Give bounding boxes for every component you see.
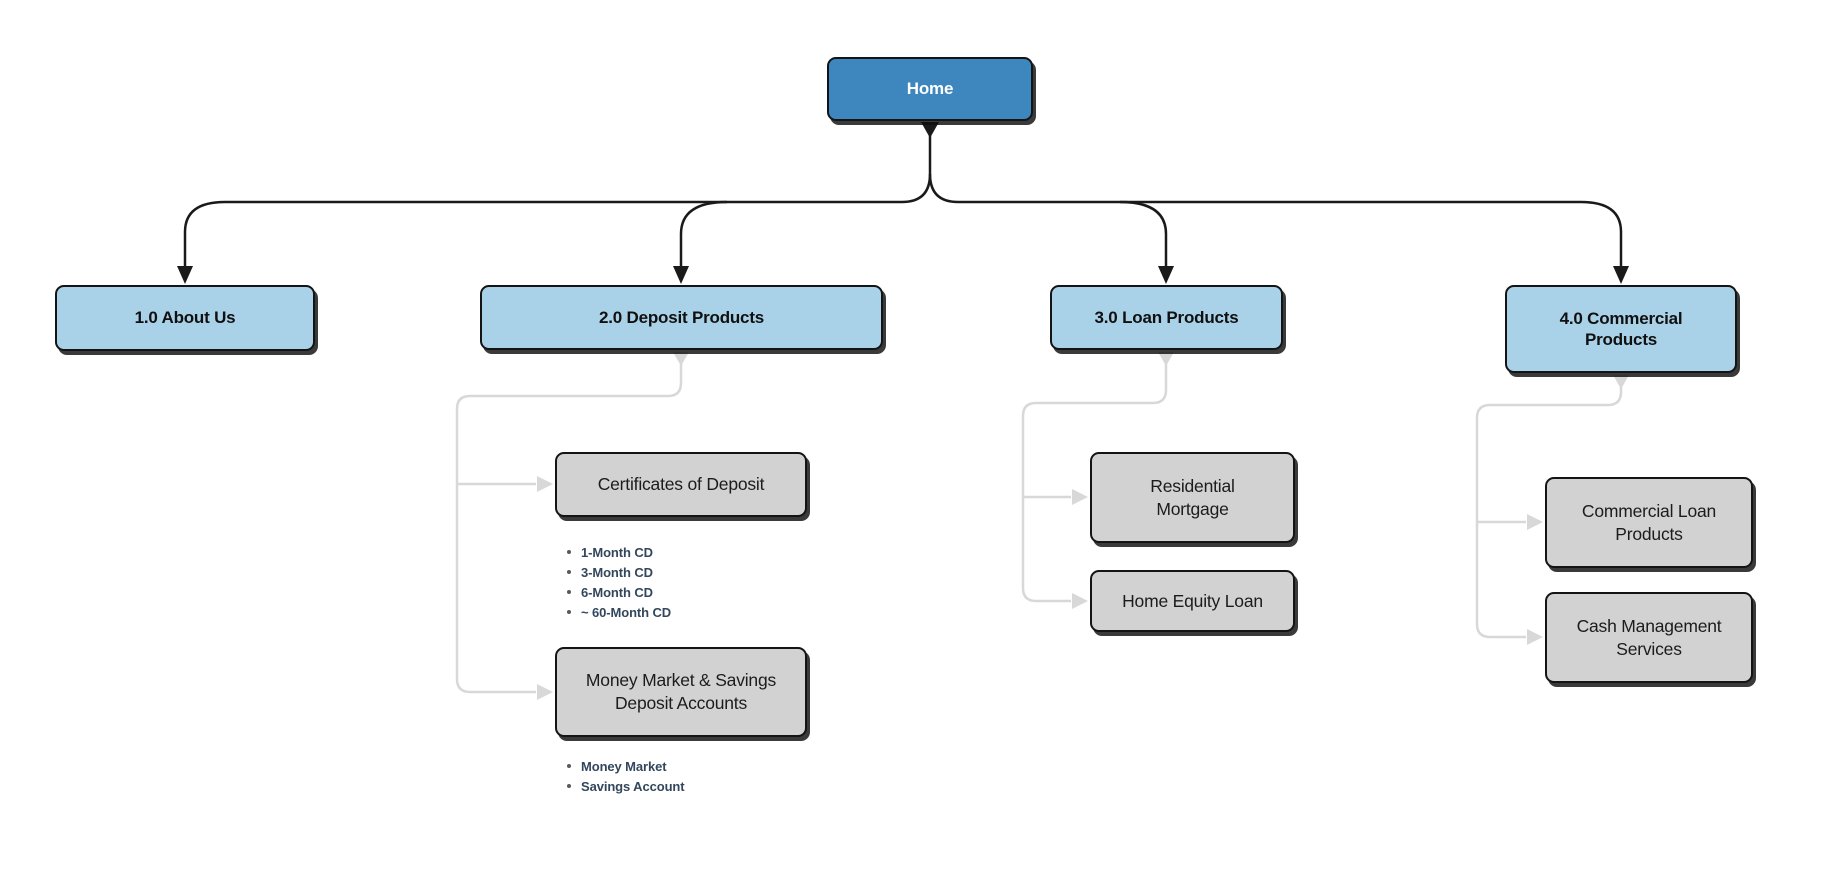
node-residential-mortgage[interactable]: Residential Mortgage [1090,452,1295,543]
deposit-branch-arrowheads [537,352,689,700]
node-money-market-savings[interactable]: Money Market & Savings Deposit Accounts [555,647,807,737]
commercial-branch-connector [1475,387,1623,639]
loan-tail-triangle [1158,352,1174,366]
arrow-right-mmsa [537,684,553,700]
bullet-icon [567,784,571,788]
bullet-icon [567,570,571,574]
mm-bullet-list: Money Market Savings Account [567,759,685,794]
commercial-tail-triangle [1613,375,1629,389]
trunk-tail-triangle [921,122,939,138]
bullet-icon [567,764,571,768]
list-item: 3-Month CD [567,565,671,580]
node-loan-products[interactable]: 3.0 Loan Products [1050,285,1283,350]
arrow-right-cod [537,476,553,492]
node-about-us-label: 1.0 About Us [134,308,236,328]
home-trunk-arrowheads [177,122,1629,284]
arrow-down-deposit [673,266,689,284]
list-item: 6-Month CD [567,585,671,600]
commercial-branch-arrowheads [1527,375,1629,645]
node-home-equity-loan-label: Home Equity Loan [1122,590,1263,611]
arrow-right-heloan [1072,593,1088,609]
node-residential-mortgage-label: Residential Mortgage [1150,475,1235,519]
cd-bullet-list: 1-Month CD 3-Month CD 6-Month CD ~ 60-Mo… [567,545,671,620]
list-item: 1-Month CD [567,545,671,560]
arrow-down-loan [1158,266,1174,284]
arrow-right-cms [1527,629,1543,645]
arrow-right-clp [1527,514,1543,530]
node-commercial-products[interactable]: 4.0 Commercial Products [1505,285,1737,373]
node-about-us[interactable]: 1.0 About Us [55,285,315,351]
deposit-branch-connector [455,364,683,694]
node-money-market-savings-label: Money Market & Savings Deposit Accounts [585,670,777,713]
bullet-icon [567,610,571,614]
node-cash-management-services[interactable]: Cash Management Services [1545,592,1753,683]
arrow-down-about [177,266,193,284]
list-item: Money Market [567,759,684,774]
node-certificates-of-deposit[interactable]: Certificates of Deposit [555,452,807,517]
node-deposit-products[interactable]: 2.0 Deposit Products [480,285,883,350]
bullet-icon [567,550,571,554]
loan-branch-arrowheads [1072,352,1174,609]
node-certificates-of-deposit-label: Certificates of Deposit [597,474,765,495]
bullet-icon [567,590,571,594]
list-item: ~ 60-Month CD [567,605,671,620]
loan-branch-connector [1021,364,1168,603]
node-loan-products-label: 3.0 Loan Products [1094,307,1239,327]
node-commercial-products-label: 4.0 Commercial Products [1559,308,1683,349]
arrow-down-commercial [1613,266,1629,284]
node-home[interactable]: Home [827,57,1033,121]
node-deposit-products-label: 2.0 Deposit Products [598,307,765,327]
list-item: Savings Account [567,779,685,794]
node-cash-management-services-label: Cash Management Services [1576,615,1722,659]
arrow-right-resmort [1072,489,1088,505]
node-home-equity-loan[interactable]: Home Equity Loan [1090,570,1295,632]
node-home-label: Home [906,79,954,98]
deposit-tail-triangle [673,352,689,366]
node-commercial-loan-products[interactable]: Commercial Loan Products [1545,477,1753,568]
node-commercial-loan-products-label: Commercial Loan Products [1581,500,1717,544]
home-trunk-connector [183,134,1623,267]
